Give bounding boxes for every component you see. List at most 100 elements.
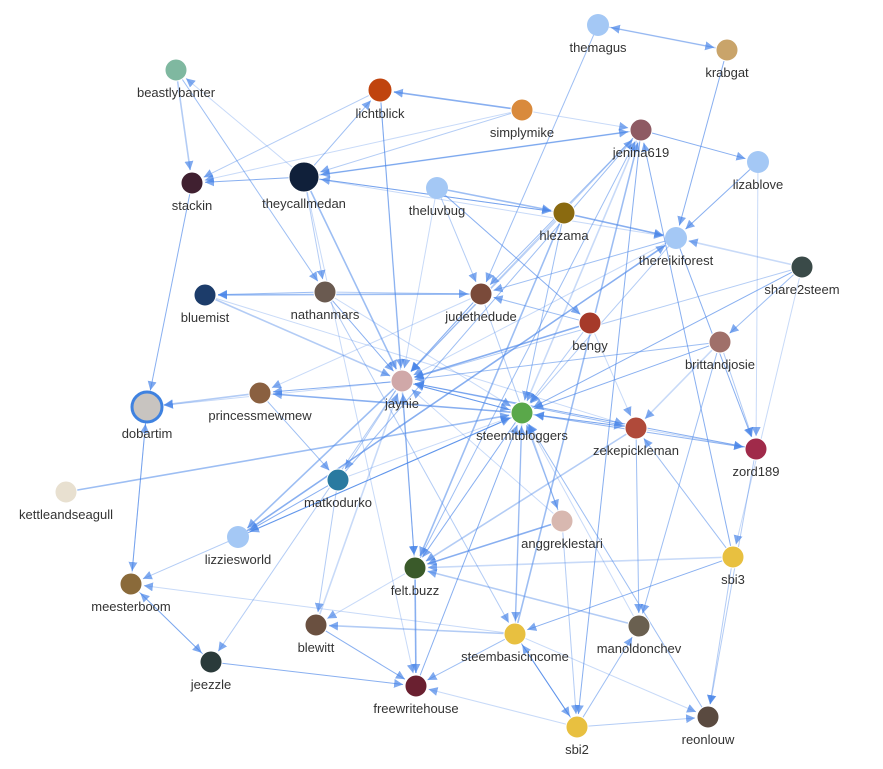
edge-jaynie-to-jeezzle — [217, 389, 397, 652]
avatar[interactable] — [627, 614, 651, 638]
node-sbi3[interactable]: sbi3 — [721, 545, 745, 587]
node-reonlouw[interactable]: reonlouw — [682, 705, 735, 747]
avatar[interactable] — [403, 556, 427, 580]
avatar[interactable] — [180, 171, 204, 195]
edge-anggreklestari-to-felt.buzz — [427, 523, 552, 566]
node-zord189[interactable]: zord189 — [733, 437, 780, 479]
avatar[interactable] — [790, 255, 814, 279]
avatar[interactable] — [715, 38, 739, 62]
node-theluvbug[interactable]: theluvbug — [409, 177, 465, 218]
edge-steembasicincome-to-blewitt — [328, 621, 505, 635]
avatar[interactable] — [708, 330, 732, 354]
avatar[interactable] — [469, 282, 493, 306]
node-dobartim[interactable]: dobartim — [122, 390, 173, 441]
default-avatar-icon[interactable] — [747, 151, 769, 173]
node-kettleandseagull[interactable]: kettleandseagull — [19, 480, 113, 522]
avatar[interactable] — [199, 650, 223, 674]
node-manoldonchev[interactable]: manoldonchev — [597, 614, 682, 656]
edge-lichtblick-to-stackin — [203, 94, 370, 178]
default-avatar-icon[interactable] — [587, 14, 609, 36]
node-theycallmedan[interactable]: theycallmedan — [262, 161, 346, 211]
avatar[interactable] — [578, 311, 602, 335]
node-simplymike[interactable]: simplymike — [490, 98, 554, 140]
default-avatar-icon[interactable] — [426, 177, 448, 199]
node-jaynie[interactable]: jaynie — [384, 369, 419, 411]
avatar[interactable] — [510, 98, 534, 122]
node-thereikiforest[interactable]: thereikiforest — [639, 227, 714, 268]
node-freewritehouse[interactable]: freewritehouse — [373, 674, 459, 716]
edge-steembasicincome-to-jenina619 — [516, 142, 641, 624]
node-meesterboom[interactable]: meesterboom — [91, 572, 171, 614]
avatar[interactable] — [313, 280, 337, 304]
edge-princessmewmew-to-dobartim — [163, 393, 250, 409]
node-steemitbloggers[interactable]: steemitbloggers — [476, 401, 568, 443]
edge-bengy-to-judethedude — [493, 295, 580, 321]
node-share2steem[interactable]: share2steem — [764, 255, 840, 297]
node-label: nathanmars — [291, 307, 360, 322]
avatar[interactable] — [304, 613, 328, 637]
node-steembasicincome[interactable]: steembasicincome — [461, 622, 569, 664]
node-sbi2[interactable]: sbi2 — [565, 715, 589, 757]
avatar[interactable] — [552, 201, 576, 225]
node-judethedude[interactable]: judethedude — [444, 282, 517, 324]
edge-zekepickleman-to-steemitbloggers — [534, 411, 626, 428]
default-avatar-icon[interactable] — [665, 227, 687, 249]
edge-bengy-to-jaynie — [414, 325, 580, 379]
node-label: zord189 — [733, 464, 780, 479]
node-jeezzle[interactable]: jeezzle — [190, 650, 231, 692]
edge-bluemist-to-jaynie — [214, 298, 391, 377]
avatar[interactable] — [54, 480, 78, 504]
avatar[interactable] — [119, 572, 143, 596]
node-matkodurko[interactable]: matkodurko — [304, 468, 372, 510]
node-nathanmars[interactable]: nathanmars — [291, 280, 360, 322]
edge-steembasicincome-to-steemitbloggers — [514, 425, 526, 624]
avatar[interactable] — [629, 118, 653, 142]
avatar[interactable] — [248, 381, 272, 405]
edge-reonlouw-to-steemitbloggers — [528, 423, 703, 708]
edge-jaynie-to-princessmewmew — [272, 381, 392, 396]
avatar[interactable] — [288, 161, 320, 193]
avatar[interactable] — [744, 437, 768, 461]
avatar[interactable] — [130, 390, 164, 424]
node-jenina619[interactable]: jenina619 — [612, 118, 669, 160]
node-brittandjosie[interactable]: brittandjosie — [685, 330, 755, 372]
avatar[interactable] — [326, 468, 350, 492]
avatar[interactable] — [510, 401, 534, 425]
node-label: meesterboom — [91, 599, 170, 614]
node-stackin[interactable]: stackin — [172, 171, 212, 213]
node-beastlybanter[interactable]: beastlybanter — [137, 58, 216, 100]
node-blewitt[interactable]: blewitt — [298, 613, 335, 655]
edge-theycallmedan-to-freewritehouse — [306, 191, 416, 674]
node-lizziesworld[interactable]: lizziesworld — [205, 526, 271, 567]
default-avatar-icon[interactable] — [227, 526, 249, 548]
node-bluemist[interactable]: bluemist — [181, 283, 230, 325]
node-lichtblick[interactable]: lichtblick — [355, 77, 405, 121]
node-zekepickleman[interactable]: zekepickleman — [593, 416, 679, 458]
edge-sbi3-to-steembasicincome — [527, 560, 723, 631]
avatar[interactable] — [624, 416, 648, 440]
edge-steemitbloggers-to-felt.buzz — [421, 421, 517, 558]
node-bengy[interactable]: bengy — [572, 311, 608, 353]
node-hlezama[interactable]: hlezama — [539, 201, 589, 243]
node-princessmewmew[interactable]: princessmewmew — [208, 381, 312, 423]
node-themagus[interactable]: themagus — [569, 14, 627, 55]
avatar[interactable] — [696, 705, 720, 729]
edge-theycallmedan-to-jaynie — [309, 190, 398, 370]
avatar[interactable] — [367, 77, 393, 103]
avatar[interactable] — [721, 545, 745, 569]
edge-steemitbloggers-to-steembasicincome — [511, 423, 523, 622]
node-krabgat[interactable]: krabgat — [705, 38, 749, 80]
avatar[interactable] — [404, 674, 428, 698]
node-lizablove[interactable]: lizablove — [733, 151, 784, 192]
node-anggreklestari[interactable]: anggreklestari — [521, 509, 603, 551]
avatar[interactable] — [390, 369, 414, 393]
avatar[interactable] — [550, 509, 574, 533]
edge-nathanmars-to-steemitbloggers — [334, 297, 512, 407]
avatar[interactable] — [503, 622, 527, 646]
edge-share2steem-to-jaynie — [414, 269, 792, 380]
node-felt-buzz[interactable]: felt.buzz — [391, 556, 439, 598]
avatar[interactable] — [164, 58, 188, 82]
avatar[interactable] — [565, 715, 589, 739]
node-label: krabgat — [705, 65, 749, 80]
avatar[interactable] — [193, 283, 217, 307]
